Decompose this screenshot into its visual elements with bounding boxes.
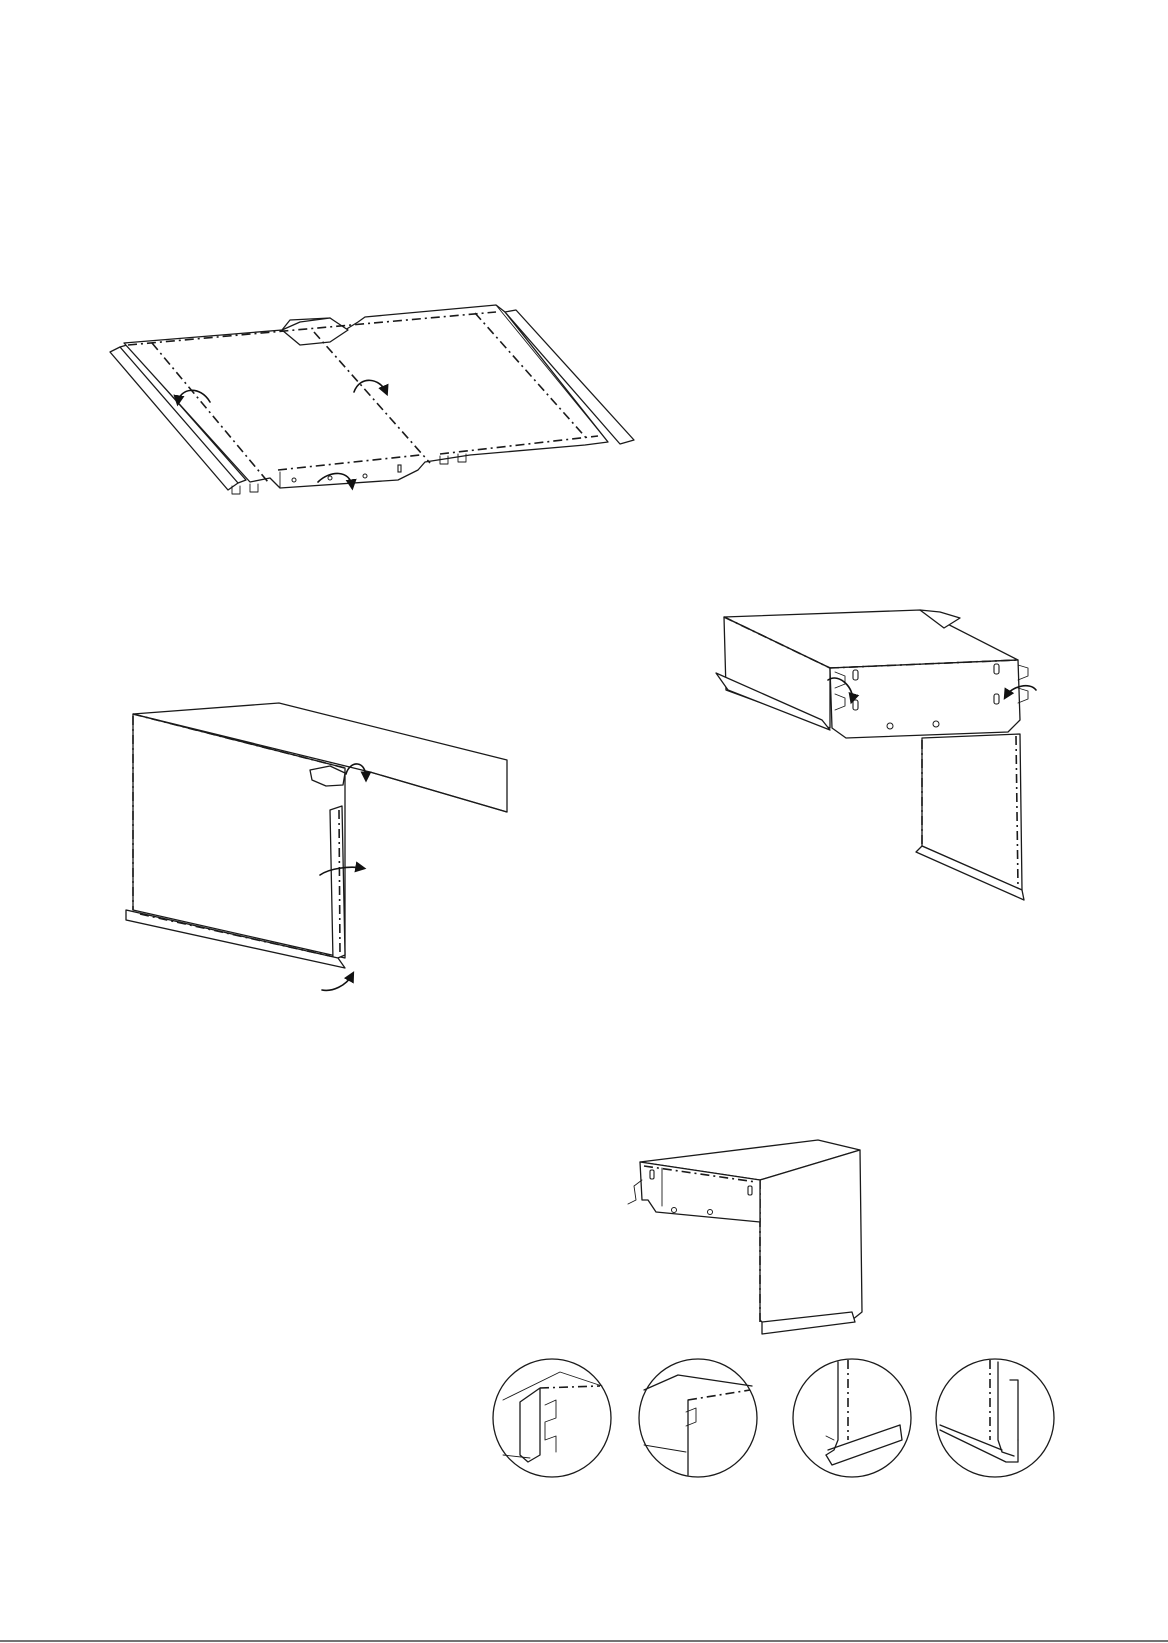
fold-arrow-bottom-corner: [322, 975, 352, 990]
detail-3: [793, 1359, 911, 1477]
detail-1: [493, 1359, 611, 1477]
step-2-folding: [126, 703, 507, 990]
step-1-flat-blank: [110, 305, 634, 494]
step-3-rotated-view: [716, 610, 1036, 900]
side-strip: [330, 806, 345, 960]
assembled-side: [760, 1150, 862, 1330]
hanging-panel: [922, 734, 1022, 890]
detail-4: [936, 1359, 1054, 1477]
step-4-assembled: [628, 1140, 862, 1334]
detail-2: [639, 1359, 757, 1477]
